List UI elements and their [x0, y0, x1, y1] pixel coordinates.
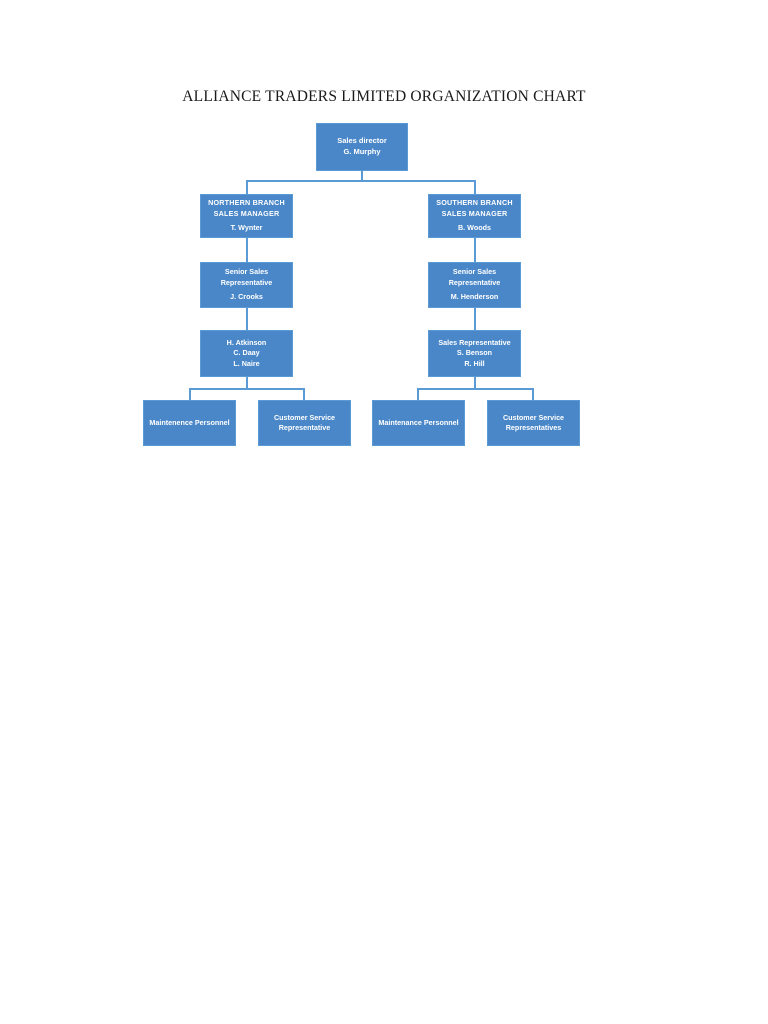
node-northern-manager-role-line2: SALES MANAGER — [213, 208, 280, 218]
page-title: ALLIANCE TRADERS LIMITED ORGANIZATION CH… — [182, 88, 586, 105]
node-southern-manager-role-line2: SALES MANAGER — [441, 208, 508, 218]
node-southern-sales-rep-role: Sales Representative — [438, 337, 511, 347]
connector-southern-manager-to-senior-rep — [474, 238, 476, 262]
node-northern-customer-service-label-line2: Representative — [278, 423, 331, 432]
node-southern-branch-sales-manager[interactable]: SOUTHERN BRANCH SALES MANAGER B. Woods — [428, 194, 521, 238]
node-southern-manager-person: B. Woods — [457, 223, 491, 233]
connector-to-southern-customer-service — [532, 388, 534, 400]
node-southern-sales-rep-person-1: S. Benson — [456, 348, 493, 358]
node-sales-director[interactable]: Sales director G. Murphy — [316, 123, 408, 171]
node-southern-customer-service-label-line2: Representatives — [505, 423, 562, 432]
node-northern-staff-list[interactable]: H. Atkinson C. Daay L. Naire — [200, 330, 293, 377]
node-sales-director-role: Sales director — [337, 136, 387, 146]
connector-to-southern-manager — [474, 180, 476, 194]
node-southern-manager-role-line1: SOUTHERN BRANCH — [436, 198, 513, 208]
node-northern-manager-person: T. Wynter — [230, 223, 263, 233]
node-northern-staff-person-1: H. Atkinson — [226, 337, 267, 347]
node-northern-staff-person-2: C. Daay — [233, 348, 260, 358]
node-southern-maintenance-personnel[interactable]: Maintenance Personnel — [372, 400, 465, 446]
node-northern-maintenance-label: Maintenence Personnel — [149, 417, 230, 427]
node-northern-senior-rep-role-line2: Representative — [220, 277, 273, 287]
node-southern-senior-rep-role-line1: Senior Sales — [452, 267, 497, 277]
node-northern-customer-service-representative[interactable]: Customer Service Representative — [258, 400, 351, 446]
connector-root-down — [361, 171, 363, 181]
connector-southern-senior-rep-to-sales-rep — [474, 308, 476, 330]
node-southern-sales-representative[interactable]: Sales Representative S. Benson R. Hill — [428, 330, 521, 377]
node-northern-maintenance-personnel[interactable]: Maintenence Personnel — [143, 400, 236, 446]
node-southern-customer-service-representatives[interactable]: Customer Service Representatives — [487, 400, 580, 446]
connector-level2-bus — [246, 180, 476, 182]
connector-southern-bottom-bus — [417, 388, 533, 390]
node-northern-manager-role-line1: NORTHERN BRANCH — [208, 198, 285, 208]
connector-northern-senior-rep-to-staff — [246, 308, 248, 330]
connector-to-southern-maintenance — [417, 388, 419, 400]
node-southern-senior-sales-representative[interactable]: Senior Sales Representative M. Henderson — [428, 262, 521, 308]
connector-to-northern-manager — [246, 180, 248, 194]
node-northern-staff-person-3: L. Naire — [233, 358, 260, 368]
node-northern-branch-sales-manager[interactable]: NORTHERN BRANCH SALES MANAGER T. Wynter — [200, 194, 293, 238]
node-northern-senior-rep-role-line1: Senior Sales — [224, 267, 269, 277]
node-northern-customer-service-label-line1: Customer Service — [273, 412, 336, 422]
node-northern-senior-sales-representative[interactable]: Senior Sales Representative J. Crooks — [200, 262, 293, 308]
node-sales-director-person: G. Murphy — [343, 147, 381, 156]
node-southern-senior-rep-role-line2: Representative — [448, 277, 501, 287]
node-southern-sales-rep-person-2: R. Hill — [464, 358, 485, 368]
connector-northern-bottom-bus — [189, 388, 305, 390]
connector-northern-staff-down — [246, 377, 248, 389]
connector-to-northern-maintenance — [189, 388, 191, 400]
node-southern-maintenance-label: Maintenance Personnel — [378, 417, 459, 427]
node-southern-senior-rep-person: M. Henderson — [450, 292, 499, 302]
connector-to-northern-customer-service — [303, 388, 305, 400]
connector-southern-sales-rep-down — [474, 377, 476, 389]
connector-northern-manager-to-senior-rep — [246, 238, 248, 262]
node-northern-senior-rep-person: J. Crooks — [230, 292, 263, 302]
node-southern-customer-service-label-line1: Customer Service — [502, 412, 565, 422]
